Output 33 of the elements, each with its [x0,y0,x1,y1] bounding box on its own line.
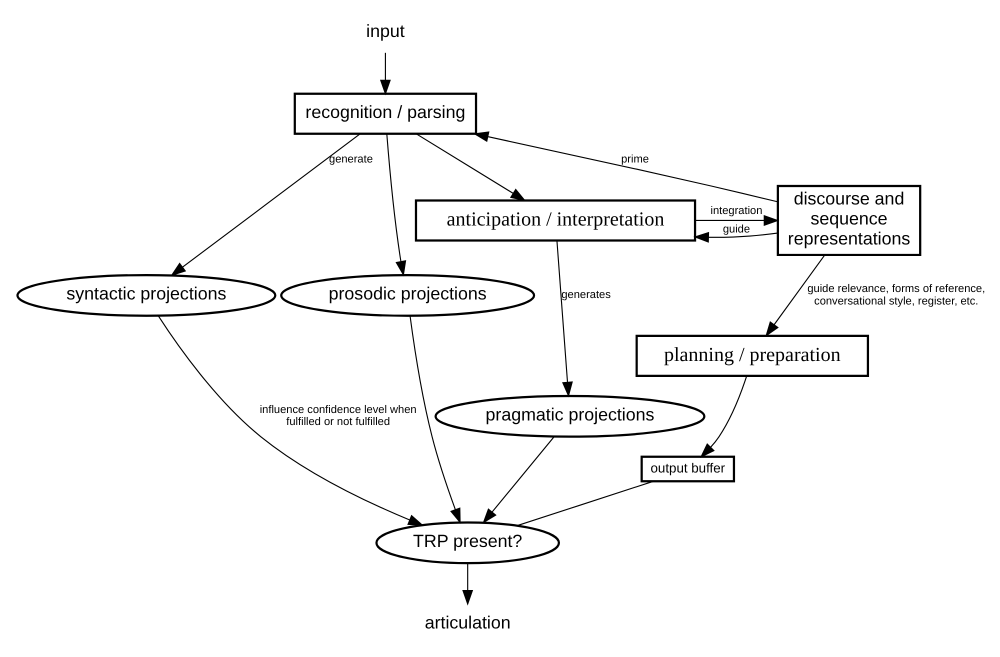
node-ellipse: pragmatic projections [434,394,705,438]
arrow [556,240,572,398]
node-ellipse: TRP present? [374,521,560,564]
edge-label: prime [620,154,648,166]
arrow [170,134,360,276]
edge-label: generate [328,154,372,166]
node-box: discourse and sequence representations [776,184,921,256]
arrow [482,436,554,524]
node-box: recognition / parsing [293,92,477,135]
node-text: articulation [424,612,510,633]
edge-label: influence confidence level when fulfilled or not fulfilled [259,404,416,428]
arrow [764,254,825,337]
arrow [157,316,424,526]
node-box: anticipation / interpretation [414,199,696,242]
node-box: planning / preparation [635,334,869,377]
arrow [415,133,526,202]
node-box: output buffer [640,456,735,482]
arrow [692,232,778,243]
node-ellipse: syntactic projections [16,274,276,317]
connector [516,480,654,526]
arrow [472,131,778,202]
node-ellipse: prosodic projections [280,274,535,317]
arrow [379,52,390,96]
edge-label: integration [710,204,762,217]
arrow [699,376,747,458]
arrow [409,316,460,524]
arrow [386,134,406,276]
edge-label: guide [722,224,750,236]
arrow [462,564,473,606]
edge-label: guide relevance, forms of reference, conversational style, register, etc. [806,283,985,308]
node-text: input [366,20,404,41]
edge-label: generates [560,289,610,302]
arrow [694,215,779,226]
